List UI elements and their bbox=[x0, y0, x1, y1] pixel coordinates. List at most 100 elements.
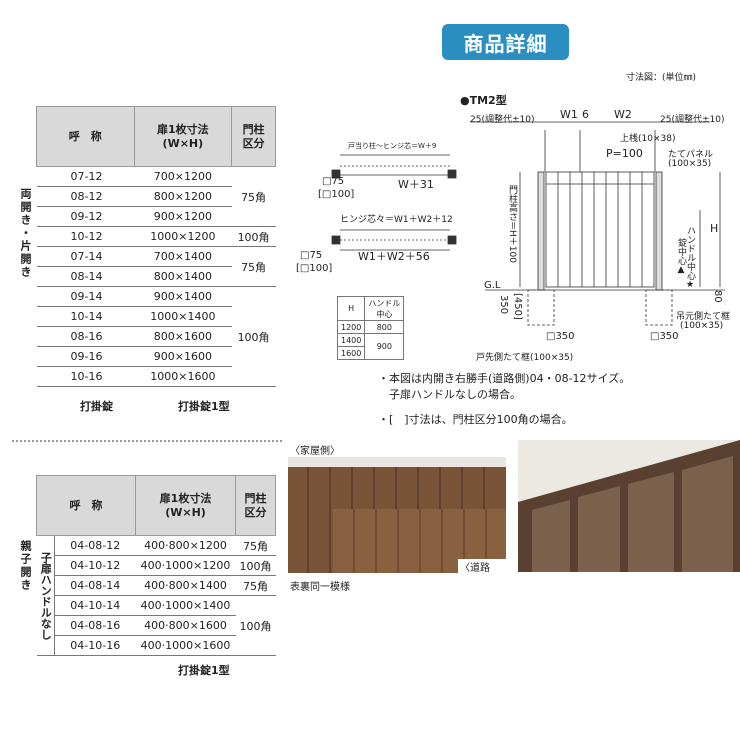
cell-name: 04-08-14 bbox=[54, 575, 136, 596]
label-six: 6 bbox=[582, 108, 589, 121]
th-post: 門柱 区分 bbox=[231, 106, 276, 167]
label-door-frame: 戸先側たて框(100×35) bbox=[476, 353, 574, 363]
cell-size: 400·800×1200 bbox=[135, 535, 236, 556]
cell-name: 04-10-14 bbox=[54, 595, 136, 616]
cell-name: 09-14 bbox=[36, 286, 135, 307]
cell-name: 09-16 bbox=[36, 346, 135, 367]
model-label: ●TM2型 bbox=[460, 94, 507, 107]
label-adj-right: 25(調整代±10) bbox=[660, 115, 725, 125]
cell-size: 400·1000×1400 bbox=[135, 595, 236, 616]
ht-cell: 900 bbox=[364, 333, 405, 360]
label-sq100-b: [□100] bbox=[296, 263, 333, 274]
cell-size: 1000×1400 bbox=[134, 306, 232, 327]
house-side-caption: 〈家屋側〉 bbox=[290, 446, 340, 457]
cell-post: 100角 bbox=[235, 595, 276, 656]
road-side-caption: 〈道路側〉 bbox=[458, 559, 506, 573]
label-hinge-frame-size: (100×35) bbox=[680, 321, 724, 331]
ht-cell: 1400 bbox=[336, 333, 366, 347]
cell-size: 800×1600 bbox=[134, 326, 232, 347]
label-d450: [450] bbox=[512, 293, 523, 320]
label-handle-center: ハンドル中心★ bbox=[685, 226, 695, 290]
ht-cell: 800 bbox=[364, 320, 405, 334]
cell-size: 1000×1200 bbox=[134, 226, 232, 247]
label-p100: P=100 bbox=[606, 147, 643, 160]
latch-label: 打掛錠 bbox=[80, 400, 113, 413]
cell-name: 08-12 bbox=[36, 186, 135, 207]
cell-name: 10-12 bbox=[36, 226, 135, 247]
label-sq350-right: □350 bbox=[650, 331, 679, 342]
cell-size: 900×1600 bbox=[134, 346, 232, 367]
cell-post: 75角 bbox=[235, 575, 276, 596]
cell-name: 04-10-12 bbox=[54, 555, 136, 576]
label-top-plan-2: ヒンジ芯々＝W1＋W2＋12 bbox=[340, 215, 453, 225]
cell-size: 900×1200 bbox=[134, 206, 232, 227]
cell-size: 800×1400 bbox=[134, 266, 232, 287]
cell-name: 08-14 bbox=[36, 266, 135, 287]
cell-post: 75角 bbox=[235, 535, 276, 556]
cell-name: 04-08-16 bbox=[54, 615, 136, 636]
cell-name: 07-12 bbox=[36, 166, 135, 187]
cell-size: 900×1400 bbox=[134, 286, 232, 307]
note-3: ・[ ]寸法は、門柱区分100角の場合。 bbox=[378, 413, 573, 426]
cell-size: 1000×1600 bbox=[134, 366, 232, 387]
cell-post: 75角 bbox=[231, 166, 276, 227]
product-detail-badge: 商品詳細 bbox=[442, 24, 569, 60]
gate-photo-both-sides: 〈道路側〉 bbox=[288, 457, 506, 573]
label-sq75-a: □75 bbox=[322, 176, 345, 187]
th-size: 扉1枚寸法 (W×H) bbox=[133, 106, 233, 167]
label-sq100-a: [□100] bbox=[318, 189, 355, 200]
label-adj-left: 25(調整代±10) bbox=[470, 115, 535, 125]
cell-name: 04-10-16 bbox=[54, 635, 136, 656]
label-lock-center: 錠中心▲ bbox=[676, 238, 686, 275]
label-sq350-left: □350 bbox=[546, 331, 575, 342]
latch-type1-label: 打掛錠1型 bbox=[178, 400, 230, 413]
ht-h: H bbox=[336, 296, 366, 321]
label-w56: W1＋W2＋56 bbox=[358, 250, 430, 263]
cell-size: 400·1000×1600 bbox=[135, 635, 236, 656]
cell-name: 07-14 bbox=[36, 246, 135, 267]
th2-name: 呼 称 bbox=[36, 475, 136, 536]
label-top-plan-1: 戸当り柱〜ヒンジ芯＝W＋9 bbox=[348, 142, 437, 150]
cell-post: 100角 bbox=[231, 286, 276, 387]
cell-size: 800×1200 bbox=[134, 186, 232, 207]
gate-closeup-photo bbox=[518, 440, 740, 572]
label-d350: 350 bbox=[498, 295, 509, 315]
cell-name: 10-16 bbox=[36, 366, 135, 387]
label-panel-size: (100×35) bbox=[668, 159, 712, 169]
label-hinge-frame: 吊元側たて框 bbox=[676, 312, 731, 322]
ht-cell: 1200 bbox=[336, 320, 366, 334]
unit-note: 寸法図：(単位㎜) bbox=[626, 73, 697, 83]
note-2: 子扉ハンドルなしの場合。 bbox=[378, 388, 521, 401]
parent-child-open-label: 親子開き bbox=[19, 540, 32, 592]
th2-post: 門柱 区分 bbox=[235, 475, 276, 536]
label-w2: W2 bbox=[614, 108, 632, 121]
dimension-drawing bbox=[331, 121, 725, 326]
ht-cell: 1600 bbox=[336, 346, 366, 360]
ht-handle: ハンドル 中心 bbox=[364, 296, 405, 321]
section-divider bbox=[12, 440, 282, 442]
label-w31: W＋31 bbox=[398, 178, 434, 191]
label-gl: G.L bbox=[484, 280, 501, 291]
cell-size: 700×1400 bbox=[134, 246, 232, 267]
latch2-type1-label: 打掛錠1型 bbox=[178, 664, 230, 677]
label-sq75-b: □75 bbox=[300, 250, 323, 261]
